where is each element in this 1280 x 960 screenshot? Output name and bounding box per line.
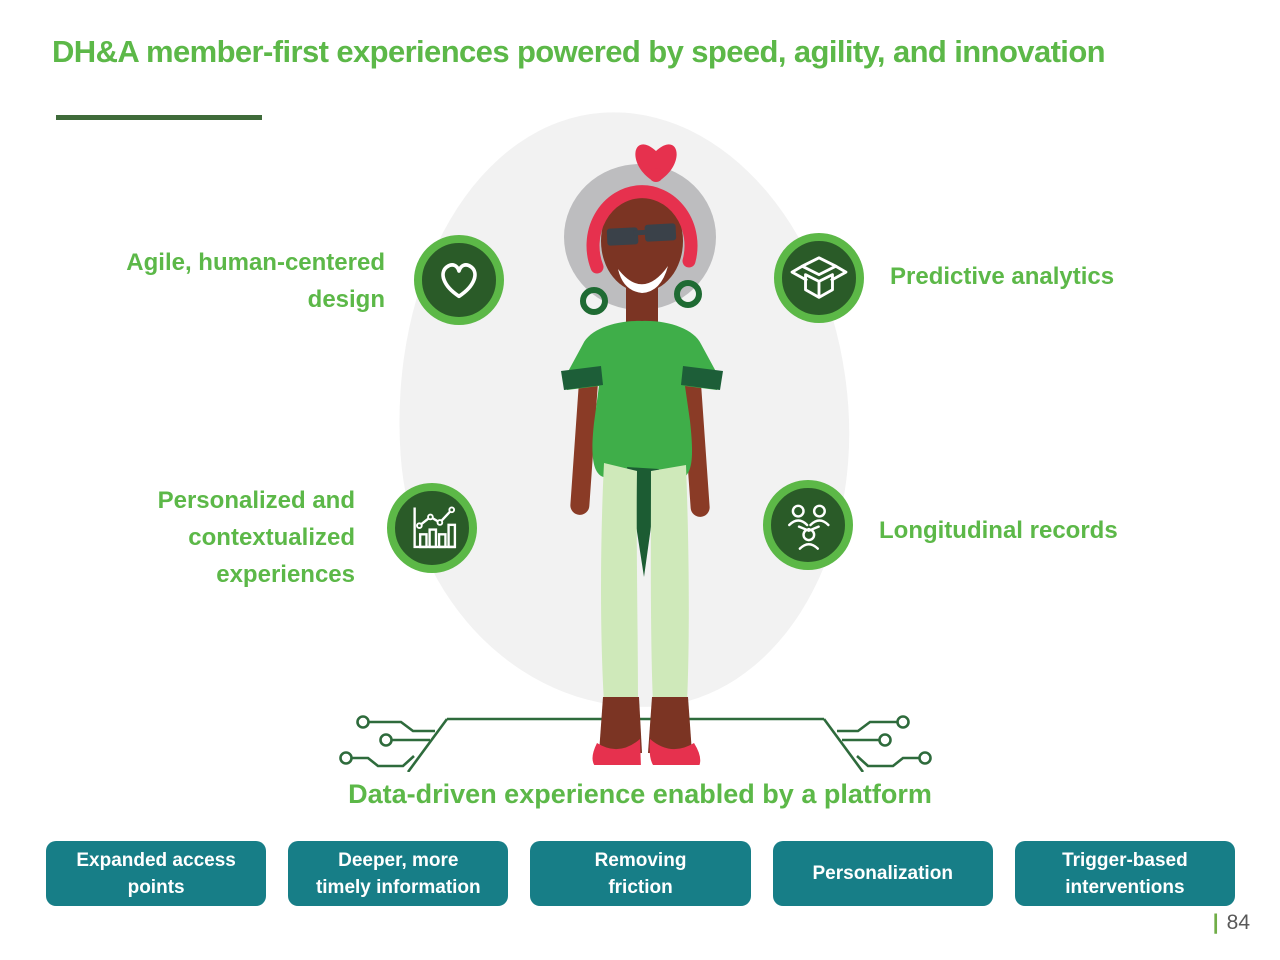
left-cuff	[561, 366, 603, 390]
right-cuff	[681, 366, 723, 390]
member-illustration	[561, 144, 723, 765]
left-arm	[570, 363, 599, 515]
callout-label-predictive: Predictive analytics	[890, 263, 1115, 290]
platform-button-trigger-interventions: Trigger-based interventions	[1014, 841, 1236, 906]
page-number-separator: |	[1212, 911, 1219, 934]
title-accent-bar	[56, 115, 262, 120]
callout-circle-agile	[414, 235, 504, 325]
bow	[635, 144, 677, 179]
smile	[618, 266, 668, 293]
page-number: | 84	[1213, 911, 1250, 935]
platform-button-timely-information: Deeper, more timely information	[288, 841, 509, 906]
callout-label-longitudinal: Longitudinal records	[879, 517, 1118, 544]
platform-button-row: Expanded access points Deeper, more time…	[46, 841, 1236, 906]
page-number-value: 84	[1226, 911, 1250, 934]
left-ankle	[599, 697, 642, 753]
right-shoe	[649, 739, 701, 765]
left-leg	[601, 463, 638, 703]
slide-title: DH&A member-first experiences powered by…	[52, 34, 1106, 69]
open-box-icon	[790, 256, 848, 299]
callout-label-personalized: Personalized and contextualized experien…	[157, 487, 355, 588]
right-leg	[650, 465, 689, 703]
platform-button-removing-friction: Removing friction	[530, 841, 751, 906]
platform-button-expanded-access: Expanded access points	[46, 841, 267, 906]
right-ankle	[648, 697, 692, 753]
platform-button-personalization: Personalization	[772, 841, 993, 906]
left-shoe	[592, 739, 641, 765]
callout-label-agile: Agile, human-centered design	[126, 249, 385, 313]
right-arm	[681, 365, 710, 517]
callout-circle-predictive	[774, 233, 864, 323]
people-network-icon	[788, 504, 830, 550]
earrings	[580, 280, 702, 315]
face	[601, 190, 683, 292]
heart-icon	[441, 263, 477, 299]
headband	[586, 185, 698, 274]
bar-chart-icon	[413, 506, 457, 549]
sunglasses	[606, 223, 677, 246]
callout-circle-personalized	[387, 483, 477, 573]
tunic	[564, 320, 720, 487]
callout-circle-longitudinal	[763, 480, 853, 570]
platform-caption: Data-driven experience enabled by a plat…	[348, 779, 932, 809]
